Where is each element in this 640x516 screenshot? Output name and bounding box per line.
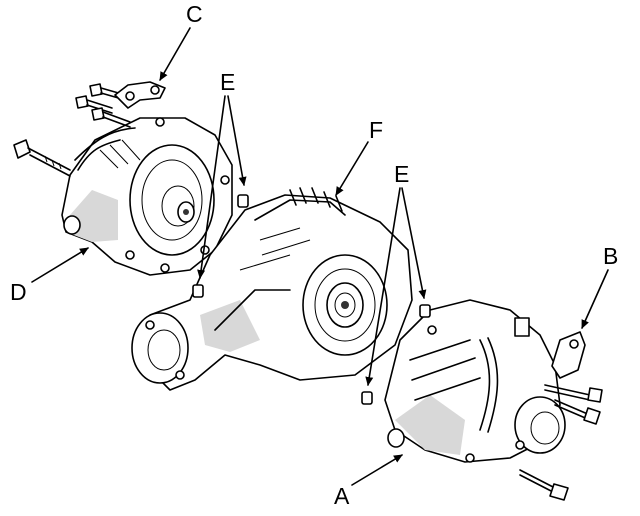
- label-f: F: [369, 117, 383, 143]
- small-bolts-top-left: [75, 83, 131, 128]
- label-b: B: [603, 243, 618, 269]
- leader-d: [31, 247, 89, 283]
- leader-b: [581, 269, 609, 329]
- leader-e-right-2: [365, 187, 401, 386]
- label-e-right: E: [394, 161, 409, 187]
- leader-e-top-1: [227, 95, 247, 186]
- label-c: C: [186, 1, 203, 27]
- right-bolts: [519, 384, 603, 501]
- label-d: D: [10, 279, 27, 305]
- right-cover-housing: [384, 299, 566, 463]
- dowel-pins: [192, 194, 431, 405]
- bracket-c: [114, 81, 166, 109]
- leader-e-right-1: [401, 187, 427, 299]
- leader-c: [159, 27, 191, 81]
- label-a: A: [334, 483, 350, 509]
- left-cover-housing: [61, 117, 233, 276]
- bracket-b: [551, 331, 586, 379]
- left-long-bolt: [13, 139, 71, 177]
- callout-labels: C E F E B D A: [10, 1, 618, 509]
- leader-f: [335, 141, 369, 196]
- leader-a: [351, 454, 403, 486]
- leader-e-top-2: [197, 95, 226, 279]
- label-e-top: E: [220, 69, 235, 95]
- leader-lines: [31, 27, 609, 486]
- center-differential-housing: [131, 187, 413, 391]
